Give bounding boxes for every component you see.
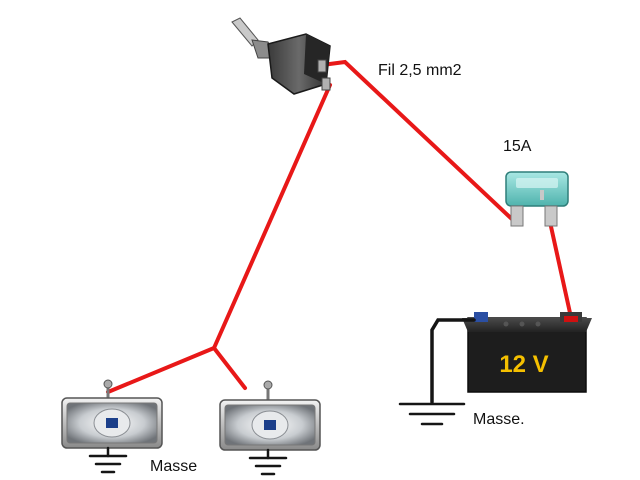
toggle-switch bbox=[231, 17, 331, 95]
ground-wire-battery bbox=[430, 318, 476, 404]
lamps-ground-label: Masse bbox=[150, 458, 198, 475]
wire-gauge-label: Fil 2,5 mm2 bbox=[378, 62, 462, 79]
fuse bbox=[505, 171, 569, 227]
right-lamp bbox=[219, 380, 321, 451]
battery-voltage-label: 12 V bbox=[499, 351, 548, 378]
wire-junction-to-left-lamp bbox=[106, 346, 216, 394]
left-lamp bbox=[61, 379, 163, 449]
wire-switch-to-fuse bbox=[320, 59, 517, 224]
ground-symbol-left-lamp bbox=[88, 446, 128, 474]
wire-switch-to-junction bbox=[212, 83, 332, 350]
ground-symbol-right-lamp bbox=[248, 448, 288, 476]
ground-symbol-battery bbox=[398, 402, 466, 426]
fuse-rating-label: 15A bbox=[503, 138, 532, 155]
wire-junction-to-right-lamp bbox=[212, 346, 247, 390]
red-wires bbox=[106, 59, 574, 394]
wire-fuse-to-battery bbox=[548, 220, 574, 324]
battery: 12 V bbox=[462, 312, 592, 393]
battery-ground-label: Masse. bbox=[473, 411, 525, 428]
